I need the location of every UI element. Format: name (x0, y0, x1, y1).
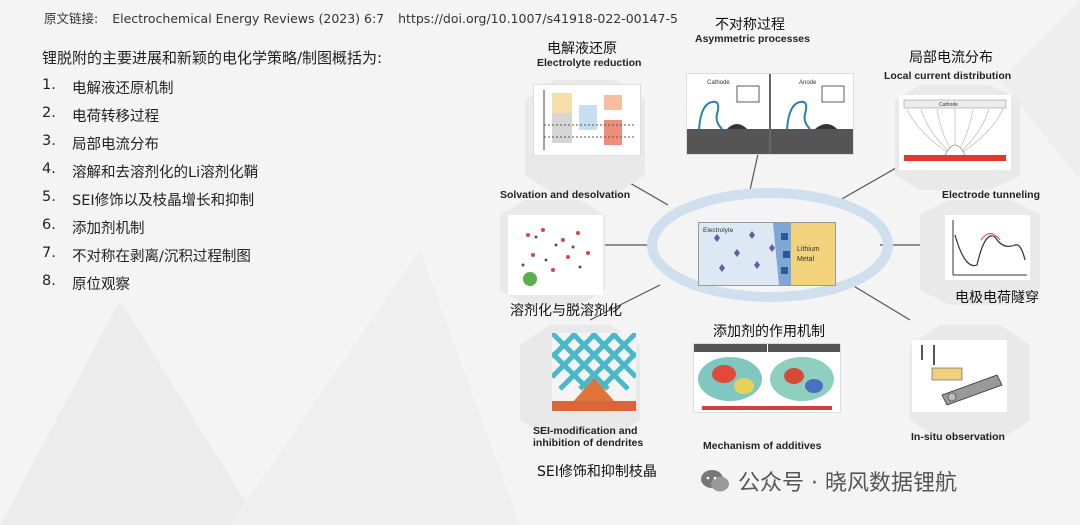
list-item: 6.添加剂机制 (42, 217, 145, 237)
asymmetric-cn: 不对称过程 (715, 17, 785, 33)
electrolyte-reduction-figure (533, 84, 641, 156)
source-journal: Electrochemical Energy Reviews (2023) 6:… (112, 11, 385, 26)
list-item: 1.电解液还原机制 (42, 77, 174, 97)
center-metal-label-2: Metal (797, 256, 815, 263)
sei-en-line1: SEI-modification and (533, 425, 638, 437)
watermark-text: 公众号 · 晓风数据锂航 (738, 471, 957, 496)
tunneling-en: Electrode tunneling (942, 189, 1041, 201)
tunneling-cn: 电极电荷隧穿 (955, 290, 1039, 306)
solvation-figure (508, 215, 603, 295)
local-current-cathode-label: Cathode (939, 102, 958, 108)
local-current-cn: 局部电流分布 (909, 50, 993, 66)
insitu-figure (912, 340, 1007, 412)
asymmetric-figure: Cathode Anode (686, 73, 854, 155)
source-label: 原文链接: (44, 11, 99, 26)
list-item: 3.局部电流分布 (42, 133, 159, 153)
additives-figure (693, 343, 841, 413)
center-figure: Electrolyte Lithium Metal (698, 222, 836, 286)
list-item: 8.原位观察 (42, 273, 130, 293)
intro-text: 锂脱附的主要进展和新颖的电化学策略/制图概括为: (42, 49, 383, 67)
asymmetric-anode-label: Anode (799, 80, 817, 86)
electrolyte-reduction-en: Electrolyte reduction (537, 57, 642, 69)
list-item: 4.溶解和去溶剂化的Li溶剂化鞘 (42, 161, 259, 181)
tunneling-figure (945, 215, 1030, 280)
sei-en-line2: inhibition of dendrites (533, 437, 644, 449)
insitu-en: In-situ observation (911, 431, 1005, 443)
sei-figure (552, 333, 636, 411)
center-electrolyte-label: Electrolyte (703, 227, 734, 234)
list-item: 7.不对称在剥离/沉积过程制图 (42, 245, 251, 265)
solvation-cn: 溶剂化与脱溶剂化 (510, 303, 622, 319)
source-line: 原文链接: Electrochemical Energy Reviews (20… (44, 8, 688, 27)
list-item: 5.SEI修饰以及枝晶增长和抑制 (42, 189, 255, 209)
list-item: 2.电荷转移过程 (42, 105, 159, 125)
asymmetric-cathode-label: Cathode (707, 80, 730, 86)
center-metal-label-1: Lithium (797, 246, 820, 253)
electrolyte-reduction-cn: 电解液还原 (547, 41, 617, 57)
asymmetric-en: Asymmetric processes (695, 33, 810, 45)
local-current-figure: Cathode (899, 95, 1011, 170)
additives-en: Mechanism of additives (703, 440, 822, 452)
sei-cn: SEI修饰和抑制枝晶 (537, 464, 657, 480)
solvation-en: Solvation and desolvation (500, 189, 631, 201)
local-current-en: Local current distribution (884, 70, 1012, 82)
source-doi[interactable]: https://doi.org/10.1007/s41918-022-00147… (398, 11, 678, 26)
additives-cn: 添加剂的作用机制 (713, 324, 825, 340)
watermark: 公众号 · 晓风数据锂航 (700, 465, 957, 497)
wechat-icon (701, 470, 729, 492)
